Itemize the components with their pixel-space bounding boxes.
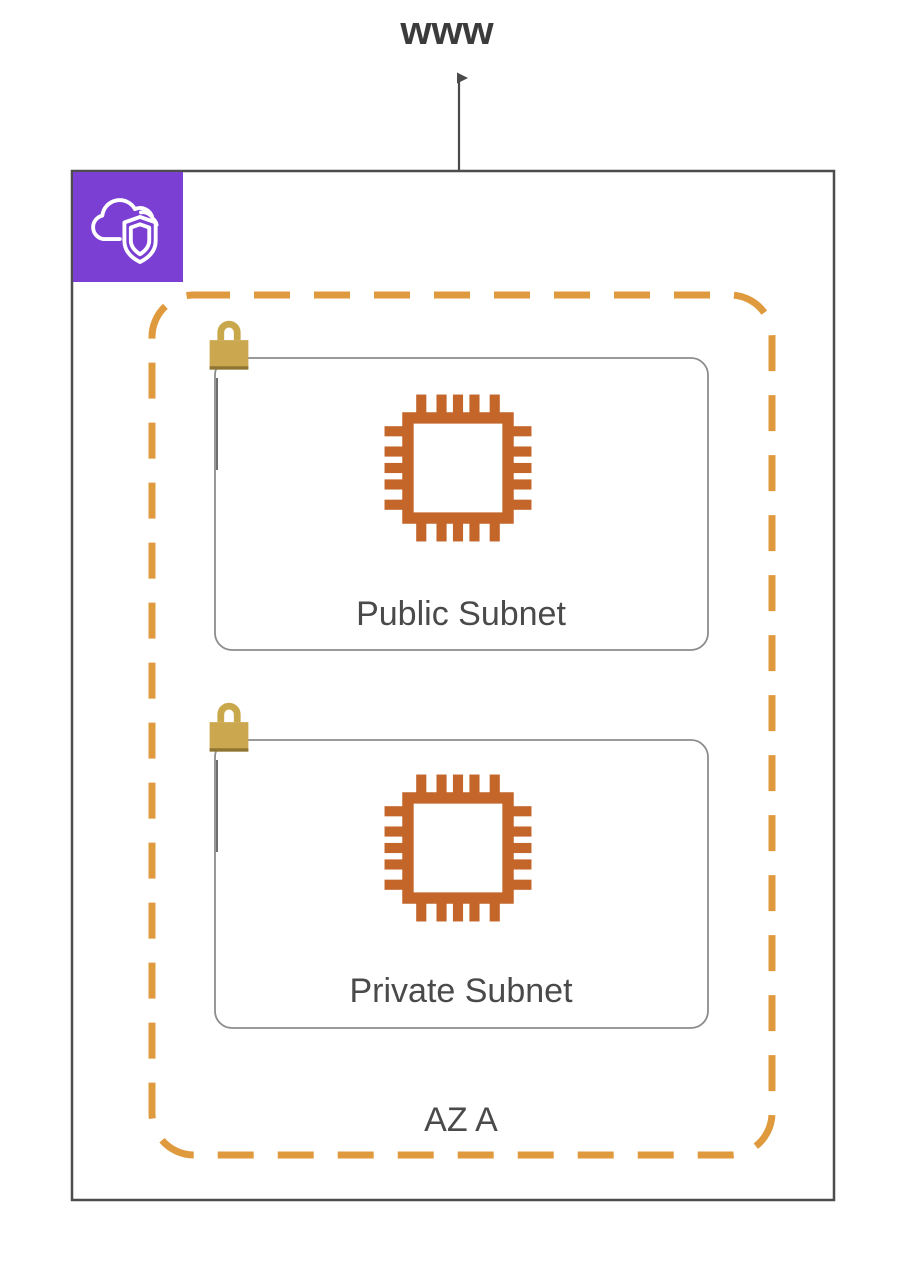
internet-label: www xyxy=(399,9,494,53)
private-subnet-label: Private Subnet xyxy=(349,972,573,1010)
public-subnet-label: Public Subnet xyxy=(356,595,566,633)
vpc-container xyxy=(70,169,836,1202)
aws-vpc-icon xyxy=(73,172,183,282)
availability-zone-container xyxy=(148,291,776,1159)
public-subnet-group[interactable]: Public Subnet xyxy=(209,320,709,651)
private-subnet-box[interactable] xyxy=(214,739,709,1029)
availability-zone-label: AZ A xyxy=(424,1101,498,1139)
public-subnet-box[interactable] xyxy=(214,357,709,651)
private-subnet-group[interactable]: Private Subnet xyxy=(209,702,709,1029)
